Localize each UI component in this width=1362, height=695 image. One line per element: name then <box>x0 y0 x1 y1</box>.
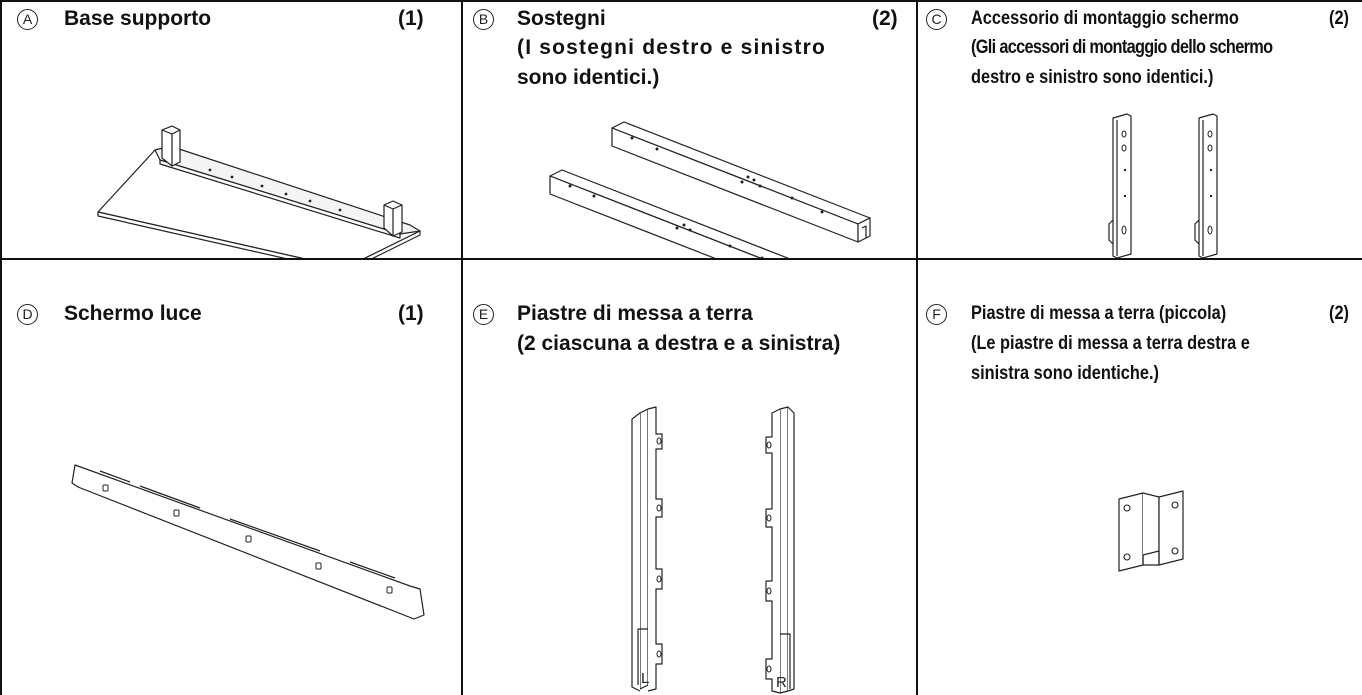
item-title-f: Piastre di messa a terra (piccola) <box>971 303 1227 324</box>
item-title-c: Accessorio di montaggio schermo <box>971 8 1239 29</box>
item-qty-a: (1) <box>398 7 424 30</box>
item-note-c-line2: destro e sinistro sono identici.) <box>971 67 1214 88</box>
item-title-d: Schermo luce <box>64 302 202 325</box>
item-qty-d: (1) <box>398 302 424 325</box>
cell-accessorio-montaggio: C Accessorio di montaggio schermo (2) (G… <box>917 0 1362 258</box>
item-note-b-line1: (I sostegni destro e sinistro <box>517 36 827 59</box>
support-rails-icon <box>462 0 916 258</box>
table-border-left <box>0 0 2 695</box>
table-row-divider <box>0 258 1362 260</box>
item-note-c-line1: (Gli accessori di montaggio dello scherm… <box>971 37 1273 58</box>
table-border-top <box>0 0 1362 2</box>
item-qty-c: (2) <box>1329 8 1349 29</box>
item-title-e: Piastre di messa a terra <box>517 302 753 325</box>
light-screen-panel-icon <box>0 259 461 695</box>
item-badge-f: F <box>926 304 947 325</box>
stand-base-icon <box>0 0 461 258</box>
cell-sostegni: B Sostegni (2) (I sostegni destro e sini… <box>462 0 916 258</box>
item-badge-c: C <box>926 9 947 30</box>
item-note-f-line2: sinistra sono identiche.) <box>971 363 1159 384</box>
table-col-divider-2 <box>916 0 918 695</box>
plate-label-right: R <box>776 674 787 691</box>
item-badge-b: B <box>473 9 494 30</box>
item-note-b-line2: sono identici.) <box>517 66 660 89</box>
cell-piastre-messa-terra: E Piastre di messa a terra (2 ciascuna a… <box>462 259 916 695</box>
grounding-plates-icon: L R <box>462 259 916 695</box>
item-qty-b: (2) <box>872 7 898 30</box>
cell-piastre-piccola: F Piastre di messa a terra (piccola) (2)… <box>917 259 1362 695</box>
item-badge-a: A <box>17 9 38 30</box>
cell-schermo-luce: D Schermo luce (1) <box>0 259 461 695</box>
table-col-divider-1 <box>461 0 463 695</box>
cell-base-supporto: A Base supporto (1) <box>0 0 461 258</box>
plate-label-left: L <box>641 670 649 687</box>
item-title-b: Sostegni <box>517 7 606 30</box>
item-note-e: (2 ciascuna a destra e a sinistra) <box>517 332 841 355</box>
item-title-a: Base supporto <box>64 7 212 30</box>
item-badge-e: E <box>473 304 494 325</box>
item-badge-d: D <box>17 304 38 325</box>
item-note-f-line1: (Le piastre di messa a terra destra e <box>971 333 1250 354</box>
small-grounding-plate-icon <box>917 259 1362 695</box>
screen-mount-brackets-icon <box>917 0 1362 258</box>
item-qty-f: (2) <box>1329 303 1349 324</box>
